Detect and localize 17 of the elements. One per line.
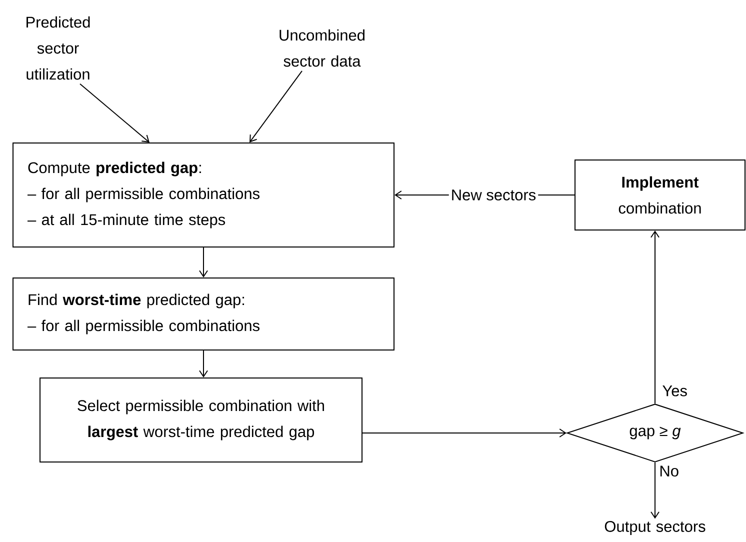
edge-label: New sectors: [448, 188, 538, 202]
arrow: [199, 350, 208, 378]
input-label: Output sectors: [604, 521, 706, 536]
process-box: Compute predicted gap: – for all permissible combinations – at all 15-minute time steps: [12, 142, 394, 248]
input-label: Uncombined sector data: [280, 29, 364, 67]
edge-label: Yes: [662, 386, 687, 396]
edge-label: No: [660, 466, 678, 477]
process-box: Select permissible combination with largest worst-time predicted gap: [40, 378, 362, 462]
arrow: [362, 428, 566, 438]
arrow: [650, 462, 660, 519]
input-label: Predicted sector utilization: [26, 16, 90, 80]
arrow: [80, 83, 150, 142]
process-box: Implement combination: [574, 160, 746, 230]
arrow: [250, 70, 302, 142]
arrow: [650, 230, 660, 404]
process-box: Find worst-time predicted gap: – for all permissible combinations: [12, 278, 394, 350]
arrow: [199, 247, 208, 278]
